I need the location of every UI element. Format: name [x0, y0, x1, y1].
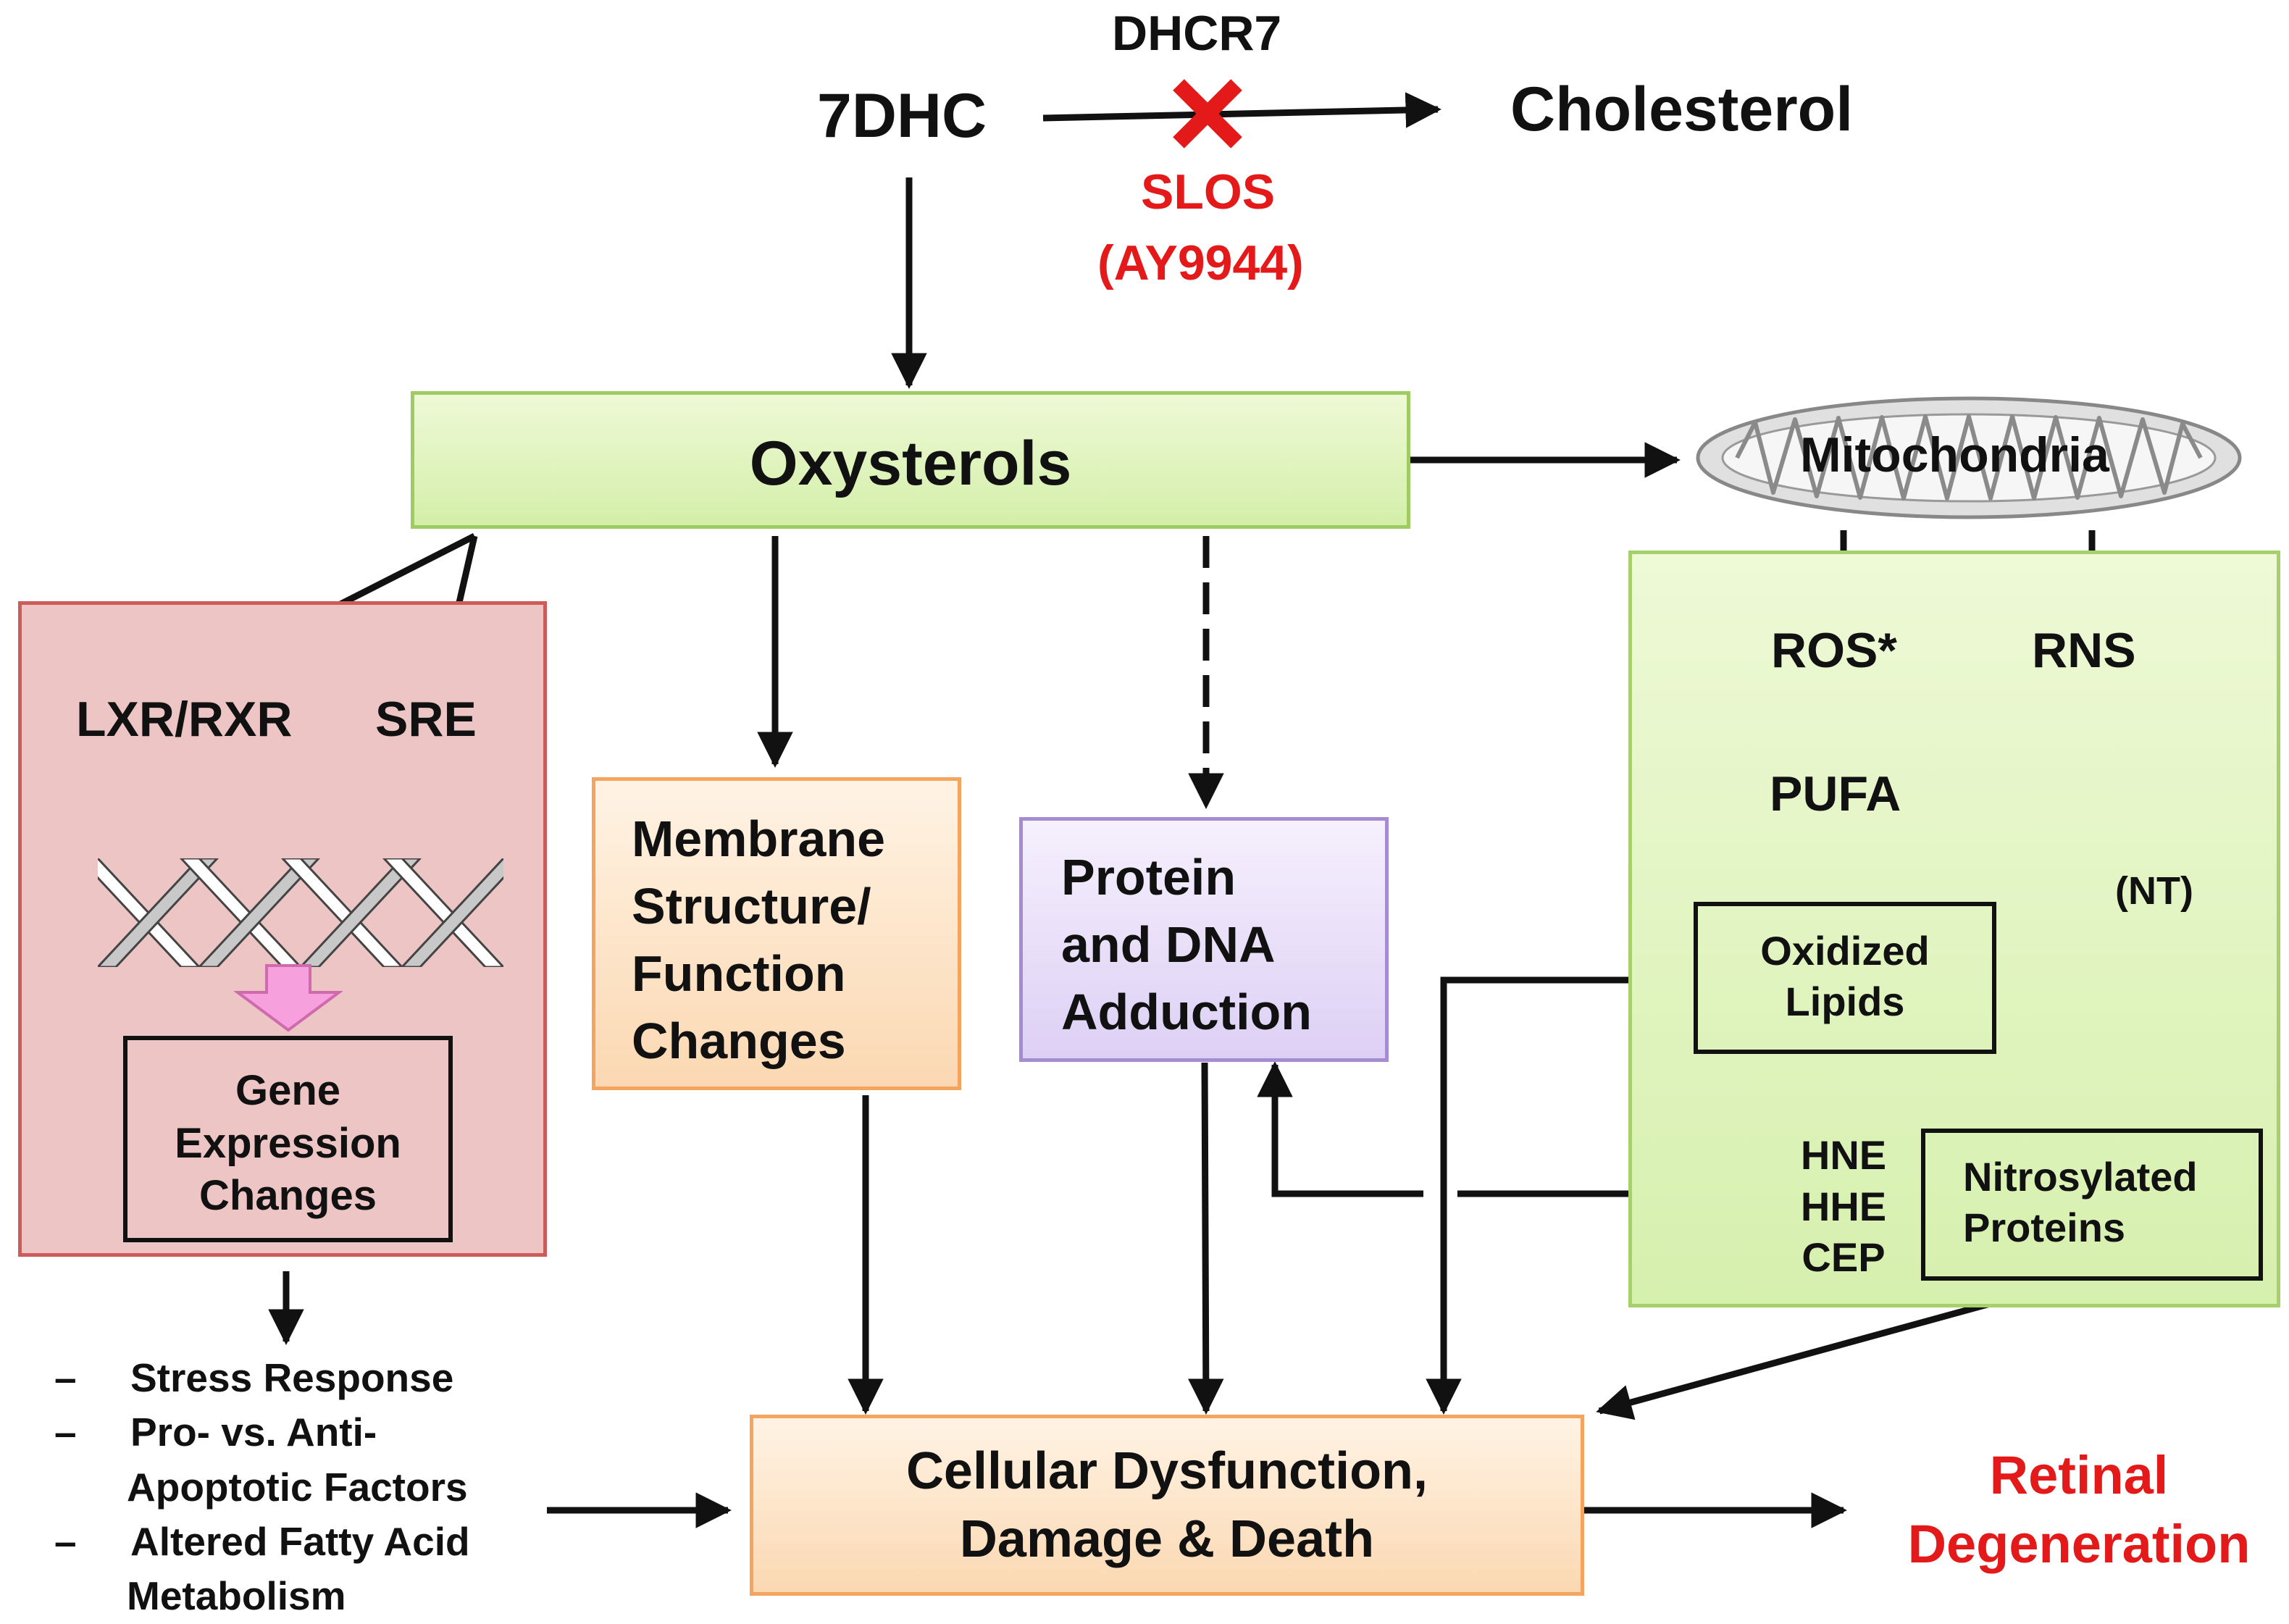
membrane-line: Function: [632, 945, 846, 1003]
node-oxidized-lipids: Oxidized Lipids: [1694, 926, 1996, 1027]
oxidized-lipids-line: Oxidized: [1760, 928, 1930, 974]
oxysterols-box: [411, 391, 1410, 529]
nitrosylated-line: Nitrosylated: [1963, 1154, 2198, 1200]
node-membrane-changes: Membrane Structure/ Function Changes: [632, 805, 885, 1075]
arrow-hne-to-protein-dna-head: [1257, 1061, 1423, 1197]
outcome-line: Apoptotic Factors: [127, 1464, 468, 1510]
mitochondria-icon: [1696, 396, 2242, 519]
label-ay9944: (AY9944): [1097, 235, 1304, 290]
outcome-line: Altered Fatty Acid: [130, 1519, 470, 1565]
arrow-protein-dna-to-cellular: [1188, 1062, 1224, 1415]
node-pufa: PUFA: [1770, 766, 1901, 821]
membrane-box: [592, 777, 961, 1090]
pink-down-arrow-icon: [234, 964, 343, 1032]
membrane-line: Membrane: [632, 811, 886, 867]
enzyme-label-dhcr7: DHCR7: [1112, 6, 1282, 61]
cellular-line: Cellular Dysfunction,: [905, 1442, 1428, 1500]
protein-dna-box: [1019, 817, 1389, 1062]
node-cholesterol: Cholesterol: [1510, 75, 1854, 144]
oxidized-lipids-line: Lipids: [1785, 979, 1905, 1024]
label-nt: (NT): [2115, 869, 2193, 913]
node-cep: CEP: [1802, 1234, 1886, 1281]
node-mitochondria: Mitochondria: [1800, 427, 2109, 482]
protein-dna-line: Protein: [1061, 849, 1236, 905]
gene-expression-box: [123, 1036, 453, 1242]
protein-dna-line: and DNA: [1061, 916, 1276, 974]
node-oxysterols: Oxysterols: [749, 429, 1072, 498]
outcome-list: – Stress Response – Pro- vs. Anti- Apopt…: [54, 1351, 470, 1624]
node-ros: ROS*: [1771, 623, 1897, 678]
membrane-line: Changes: [632, 1013, 846, 1070]
outcome-line: Metabolism: [127, 1573, 346, 1619]
blocked-x-icon: [1173, 79, 1242, 148]
node-7dhc: 7DHC: [817, 81, 987, 151]
node-retinal-degeneration: Retinal Degeneration: [1883, 1441, 2275, 1578]
nitrosylated-line: Proteins: [1963, 1205, 2126, 1250]
node-protein-dna-adduction: Protein and DNA Adduction: [1061, 844, 1312, 1046]
retinal-line: Retinal: [1989, 1445, 2169, 1505]
outcome-line: Pro- vs. Anti-: [130, 1410, 377, 1455]
cellular-dysfunction-box: [750, 1415, 1584, 1596]
outcome-item: – Pro- vs. Anti- Apoptotic Factors: [54, 1405, 470, 1515]
outcome-item: – Altered Fatty Acid Metabolism: [54, 1515, 470, 1624]
node-lxr-rxr: LXR/RXR: [76, 692, 293, 747]
node-hhe: HHE: [1800, 1183, 1887, 1229]
bullet-dash: –: [54, 1355, 77, 1400]
node-nitrosylated-proteins: Nitrosylated Proteins: [1963, 1152, 2198, 1253]
node-gene-expression: Gene Expression Changes: [123, 1065, 453, 1223]
node-hne: HNE: [1800, 1132, 1887, 1178]
outcome-line: Stress Response: [130, 1355, 454, 1400]
oxidized-lipids-box: [1694, 902, 1996, 1054]
bullet-dash: –: [54, 1519, 77, 1565]
arrow-oxidized-lipids-to-cellular: [1426, 976, 1694, 1415]
bullet-dash: –: [54, 1410, 77, 1455]
arrow-7dhc-to-cholesterol: [1042, 92, 1441, 128]
protein-dna-line: Adduction: [1061, 984, 1313, 1041]
membrane-line: Structure/: [632, 878, 871, 935]
cellular-line: Damage & Death: [959, 1510, 1375, 1568]
label-slos: SLOS: [1141, 164, 1276, 219]
outcome-item: – Stress Response: [54, 1351, 470, 1405]
gene-expression-line: Gene: [235, 1067, 341, 1114]
dna-helix-icon: [98, 858, 503, 967]
nitrosylated-proteins-box: [1921, 1129, 2263, 1281]
node-cellular-dysfunction: Cellular Dysfunction, Damage & Death: [750, 1438, 1584, 1573]
retinal-line: Degeneration: [1907, 1513, 2251, 1574]
node-rns: RNS: [2032, 623, 2136, 678]
gene-expression-line: Changes: [199, 1172, 377, 1219]
gene-expression-line: Expression: [175, 1119, 401, 1167]
node-sre: SRE: [375, 692, 477, 747]
node-lipid-products: HNE HHE CEP: [1760, 1130, 1927, 1284]
mitochondria-panel: [1628, 551, 2280, 1307]
